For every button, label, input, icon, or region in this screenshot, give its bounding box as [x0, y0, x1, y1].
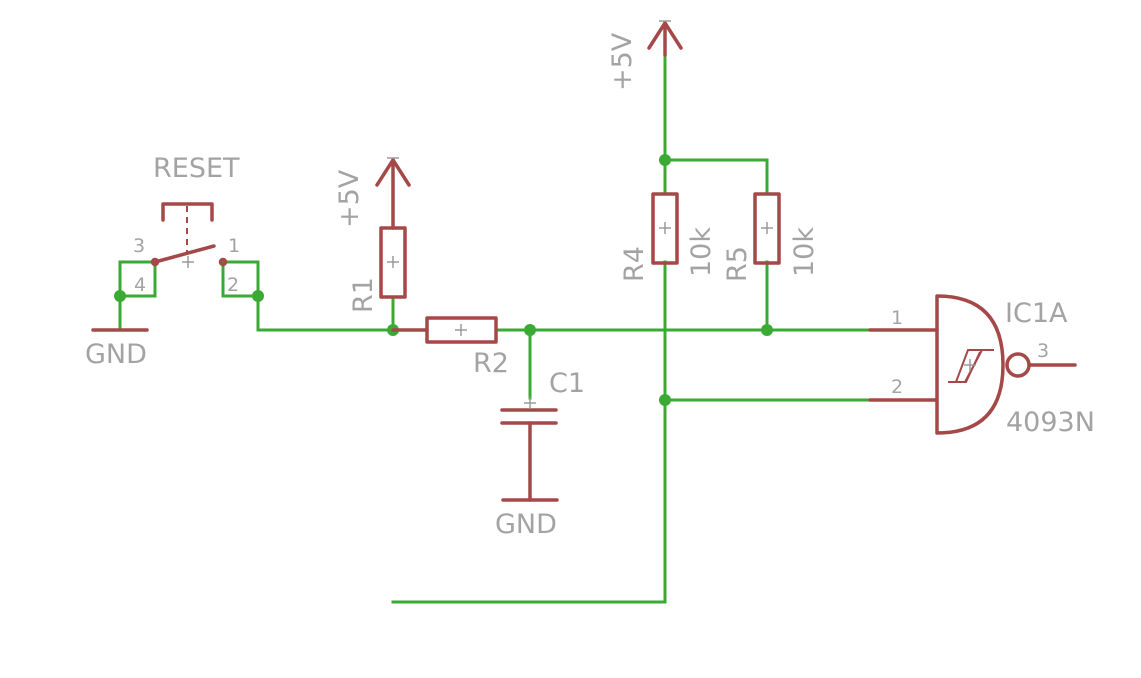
- reset-switch: RESET 3 1 4 2: [133, 153, 240, 296]
- r1-name: R1: [348, 277, 379, 313]
- wire-r4-bottom: [391, 260, 667, 604]
- wire-switch-to-node: [256, 294, 395, 332]
- origin-cross-icon: [659, 222, 671, 234]
- gate-name: IC1A: [1005, 298, 1068, 329]
- junctions: [114, 154, 773, 406]
- vcc-supply-top: +5V: [607, 20, 683, 91]
- gate-body: [935, 294, 1005, 435]
- junction-dot: [659, 154, 671, 166]
- resistor-r5: R5 10k: [722, 192, 820, 282]
- origin-cross-icon: [524, 397, 536, 409]
- origin-cross-icon: [761, 222, 773, 234]
- r4-value: 10k: [686, 227, 717, 277]
- vcc-label-top: +5V: [607, 32, 638, 91]
- origin-cross-icon: [455, 324, 467, 336]
- resistor-r2: R2: [391, 316, 509, 379]
- origin-cross-icon: [182, 256, 194, 268]
- gate-pin-1: 1: [891, 307, 903, 329]
- switch-actuator-icon: [161, 202, 214, 222]
- r4-body: [651, 192, 679, 265]
- nand-gate-ic1a: 1 2 3 IC1A 4093N: [868, 294, 1095, 438]
- junction-dot: [761, 324, 773, 336]
- gate-pin-2: 2: [891, 376, 903, 398]
- vcc-label-r1: +5V: [334, 169, 365, 228]
- switch-contact-right: [218, 257, 228, 267]
- r5-value: 10k: [789, 227, 820, 277]
- origin-cross-icon: [387, 256, 399, 268]
- switch-contact-left: [150, 257, 160, 267]
- r5-name: R5: [722, 246, 753, 282]
- wires: [118, 53, 872, 604]
- wire-switch-4-loop: [118, 260, 157, 298]
- switch-pin-1: 1: [228, 235, 240, 257]
- r2-name: R2: [473, 348, 509, 379]
- gate-pin-3: 3: [1037, 340, 1049, 362]
- schmitt-trigger-icon: [948, 351, 981, 383]
- gate-value: 4093N: [1006, 407, 1095, 438]
- schmitt-trigger-icon: [955, 349, 994, 383]
- switch-label: RESET: [153, 153, 240, 184]
- wire-vcc-r5: [663, 158, 769, 196]
- vcc-arrow-icon: [375, 158, 411, 187]
- gnd-symbol-switch: GND: [85, 328, 149, 370]
- junction-dot: [659, 394, 671, 406]
- switch-pin-3: 3: [133, 235, 145, 257]
- switch-contact-lever: [153, 244, 216, 264]
- r1-body: [379, 226, 407, 299]
- resistor-r1: +5V R1: [334, 157, 411, 313]
- gate-inversion-bubble: [1005, 352, 1031, 378]
- junction-dot: [524, 324, 536, 336]
- schmitt-trigger-icon: [948, 349, 994, 383]
- resistor-r4: R4 10k: [619, 192, 717, 282]
- gnd-label-c1: GND: [495, 509, 557, 540]
- r2-body: [425, 316, 498, 344]
- switch-pin-2: 2: [227, 274, 239, 296]
- junction-dot: [252, 290, 264, 302]
- r5-body: [753, 192, 781, 265]
- c1-name: C1: [549, 368, 585, 399]
- vcc-arrow-icon: [647, 21, 683, 50]
- switch-pin-4: 4: [134, 274, 146, 296]
- gnd-label: GND: [85, 339, 147, 370]
- capacitor-c1: C1 GND: [495, 368, 585, 540]
- junction-dot: [114, 290, 126, 302]
- origin-cross-icon: [964, 359, 976, 371]
- r4-name: R4: [619, 246, 650, 282]
